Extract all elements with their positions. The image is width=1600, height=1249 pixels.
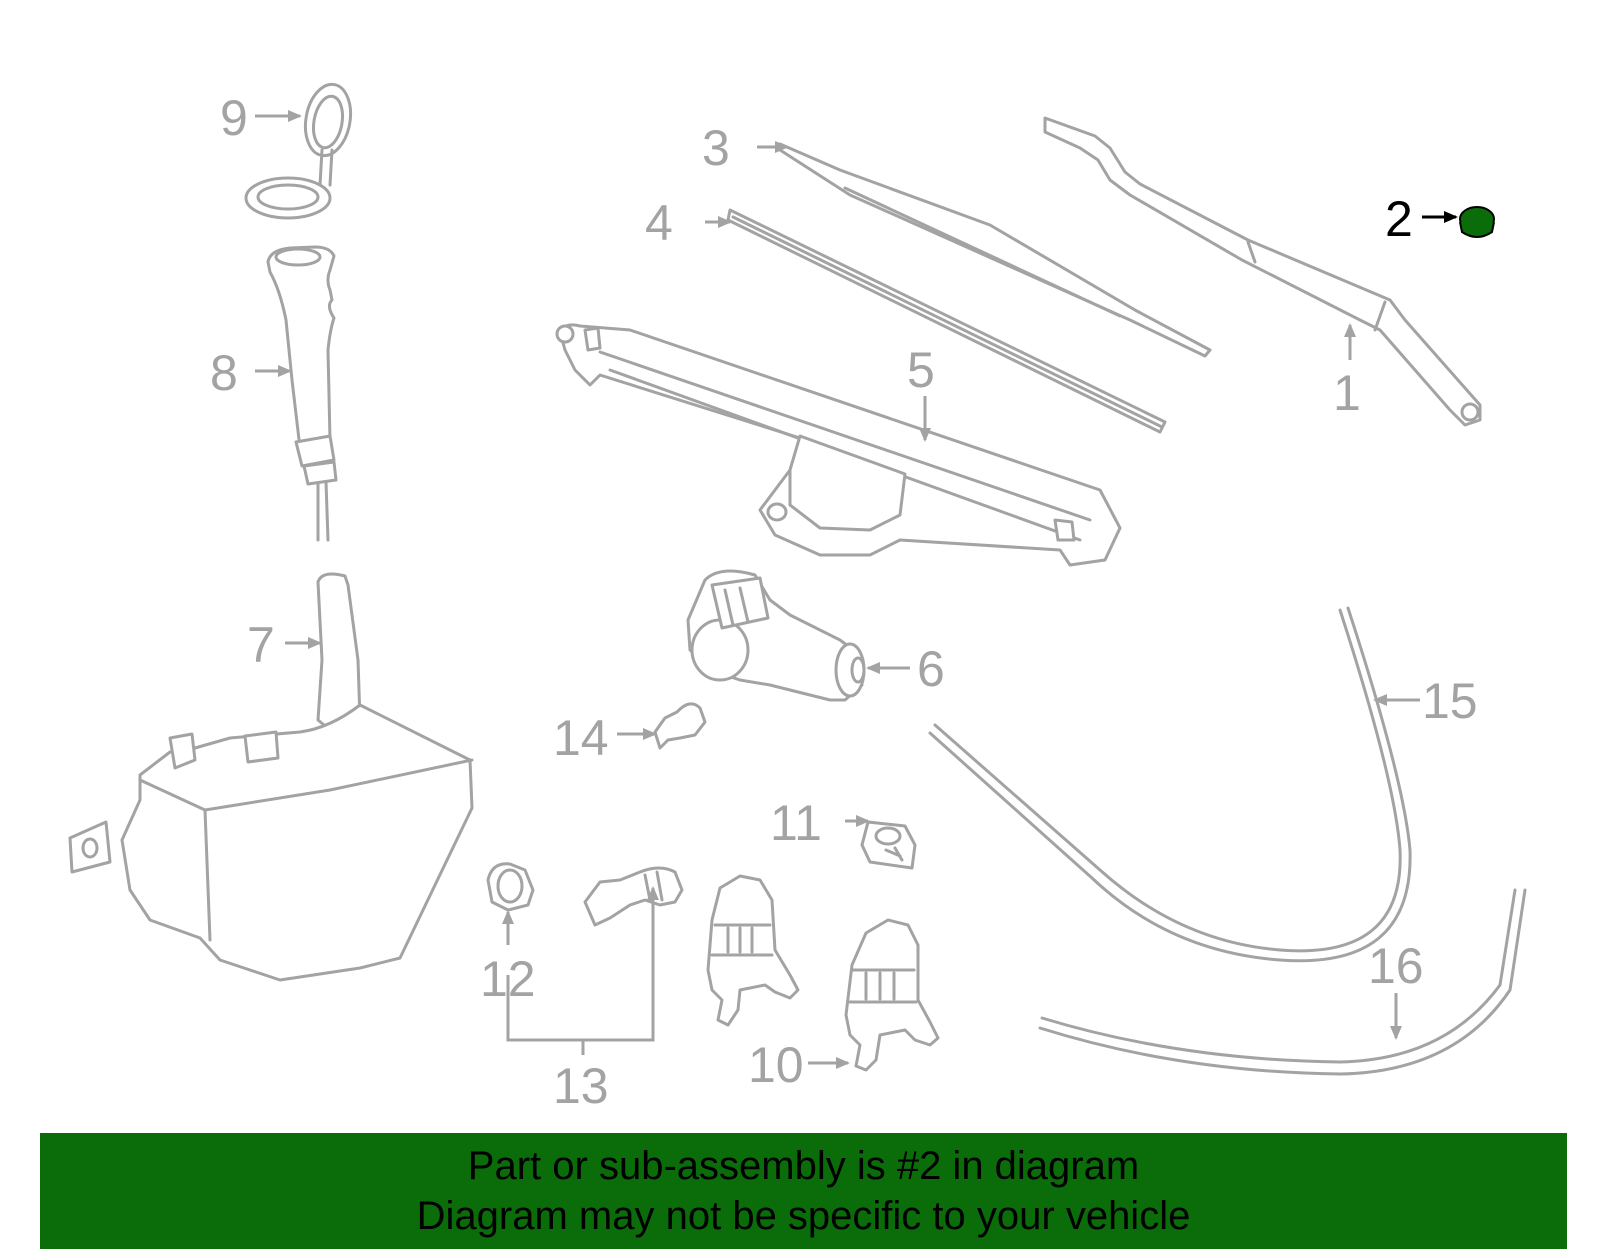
notice-banner: Part or sub-assembly is #2 in diagram Di…	[40, 1133, 1567, 1249]
part-13-connector[interactable]	[583, 866, 684, 927]
banner-line-1: Part or sub-assembly is #2 in diagram	[467, 1144, 1140, 1188]
part-10-washer-pump-right[interactable]	[844, 918, 940, 1072]
part-1-wiper-arm[interactable]	[1043, 116, 1482, 427]
callout-12[interactable]: 12	[480, 951, 536, 1007]
callout-3[interactable]: 3	[702, 120, 730, 176]
part-7-washer-reservoir[interactable]	[68, 572, 474, 982]
callout-8[interactable]: 8	[210, 345, 238, 401]
part-15-washer-hose-long[interactable]	[928, 606, 1412, 963]
wiper-washer-diagram: 1 2 3 4 5 6 7 8 9 10 11 12 13 14 15 16	[68, 81, 1527, 1114]
part-9-filler-cap[interactable]	[244, 81, 356, 220]
callout-2[interactable]: 2	[1385, 191, 1413, 247]
part-16-washer-hose-short[interactable]	[1038, 888, 1527, 1076]
part-14-pivot-pin[interactable]	[653, 702, 707, 750]
callout-5[interactable]: 5	[907, 342, 935, 398]
part-10-washer-pump-left[interactable]	[706, 874, 800, 1027]
callout-4[interactable]: 4	[645, 195, 673, 251]
callout-15[interactable]: 15	[1422, 673, 1478, 729]
banner-line-2: Diagram may not be specific to your vehi…	[416, 1194, 1191, 1238]
callout-7[interactable]: 7	[247, 617, 275, 673]
part-3-wiper-blade[interactable]	[778, 142, 1212, 358]
part-12-pump-seal[interactable]	[486, 862, 535, 912]
callout-9[interactable]: 9	[220, 90, 248, 146]
callout-1[interactable]: 1	[1333, 365, 1361, 421]
callout-10[interactable]: 10	[748, 1037, 804, 1093]
callout-16[interactable]: 16	[1368, 938, 1424, 994]
part-6-wiper-motor[interactable]	[686, 569, 866, 702]
callout-14[interactable]: 14	[553, 710, 609, 766]
callout-13[interactable]: 13	[553, 1058, 609, 1114]
leader-lines	[255, 110, 1458, 1069]
callout-11[interactable]: 11	[770, 795, 822, 851]
part-2-highlighted-nut-cap[interactable]	[1459, 206, 1495, 238]
part-8-filler-neck[interactable]	[266, 245, 338, 542]
callout-6[interactable]: 6	[917, 641, 945, 697]
part-11-grommet[interactable]	[860, 820, 917, 870]
part-5-wiper-linkage[interactable]	[555, 323, 1122, 567]
